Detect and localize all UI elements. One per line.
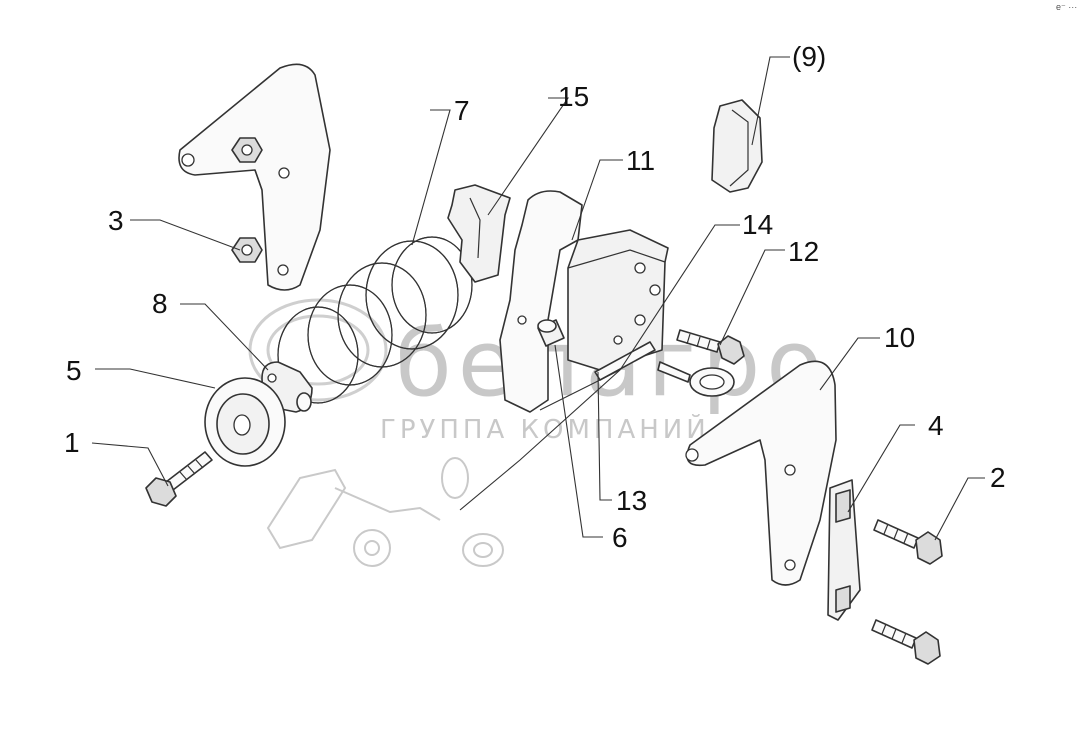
callout-13: 13 (616, 485, 647, 516)
callout-4: 4 (928, 410, 944, 441)
callout-labels: 1 2 3 4 5 6 7 8 (9) 10 11 12 13 14 15 (64, 41, 1006, 553)
bolt-right-upper (873, 519, 943, 565)
bushing (537, 319, 565, 347)
callout-10: 10 (884, 322, 915, 353)
main-plate (499, 190, 583, 413)
callout-3: 3 (108, 205, 124, 236)
corner-mark: e⁻ ··· (1056, 2, 1077, 12)
callout-1: 1 (64, 427, 80, 458)
callout-7: 7 (454, 95, 470, 126)
callout-6: 6 (612, 522, 628, 553)
callout-9: (9) (792, 41, 826, 72)
washer (204, 377, 286, 467)
ghost-parts (266, 457, 504, 567)
bolt-middle (676, 329, 745, 365)
bolt-left (145, 451, 213, 507)
bolt-right-lower (871, 619, 941, 665)
hex-nut-lower (231, 237, 263, 263)
clamp-plate (827, 479, 861, 621)
callout-2: 2 (990, 462, 1006, 493)
callout-14: 14 (742, 209, 773, 240)
callout-8: 8 (152, 288, 168, 319)
watermark-subtitle: ГРУППА КОМПАНИЙ (380, 413, 710, 445)
cam-lever (447, 184, 511, 283)
eye-bolt (657, 361, 735, 397)
hex-nut-upper (231, 137, 263, 163)
spring-clip (711, 99, 763, 193)
coil-spring (277, 236, 473, 404)
callout-12: 12 (788, 236, 819, 267)
right-bracket (685, 360, 837, 586)
callout-5: 5 (66, 355, 82, 386)
callout-15: 15 (558, 81, 589, 112)
left-bracket (178, 63, 331, 291)
callout-11: 11 (626, 145, 655, 176)
leader-lines (91, 56, 985, 541)
